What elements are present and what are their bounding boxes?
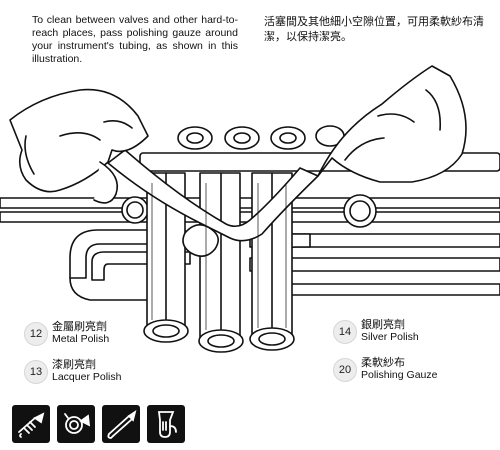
legend-item-polishing-gauze: 20 柔軟紗布 Polishing Gauze xyxy=(333,356,437,382)
legend-label-en: Polishing Gauze xyxy=(361,369,438,381)
trumpet-icon[interactable] xyxy=(12,405,50,443)
legend-label-zh: 柔軟紗布 xyxy=(361,356,405,369)
legend-item-silver-polish: 14 銀刷亮劑 Silver Polish xyxy=(333,318,419,344)
tuba-icon[interactable] xyxy=(147,405,185,443)
legend-label-zh: 金屬刷亮劑 xyxy=(52,320,107,333)
instructions-english: To clean between valves and other hard-t… xyxy=(32,14,238,65)
legend-item-metal-polish: 12 金屬刷亮劑 Metal Polish xyxy=(24,320,109,346)
legend-number-badge: 20 xyxy=(333,358,357,382)
instructions-chinese: 活塞間及其他細小空隙位置，可用柔軟紗布清潔，以保持潔亮。 xyxy=(264,15,484,43)
instrument-icon-bar xyxy=(12,405,185,443)
french-horn-icon[interactable] xyxy=(57,405,95,443)
legend-number-badge: 13 xyxy=(24,360,48,384)
legend-label-zh: 漆刷亮劑 xyxy=(52,358,96,371)
legend-label-en: Silver Polish xyxy=(361,331,419,343)
trombone-icon[interactable] xyxy=(102,405,140,443)
legend-label-en: Lacquer Polish xyxy=(52,371,122,383)
legend-number-badge: 14 xyxy=(333,320,357,344)
legend-label-zh: 銀刷亮劑 xyxy=(361,318,405,331)
legend-number-badge: 12 xyxy=(24,322,48,346)
legend-item-lacquer-polish: 13 漆刷亮劑 Lacquer Polish xyxy=(24,358,121,384)
legend-label-en: Metal Polish xyxy=(52,333,110,345)
trumpet-valve-cleaning-illustration xyxy=(0,65,500,353)
